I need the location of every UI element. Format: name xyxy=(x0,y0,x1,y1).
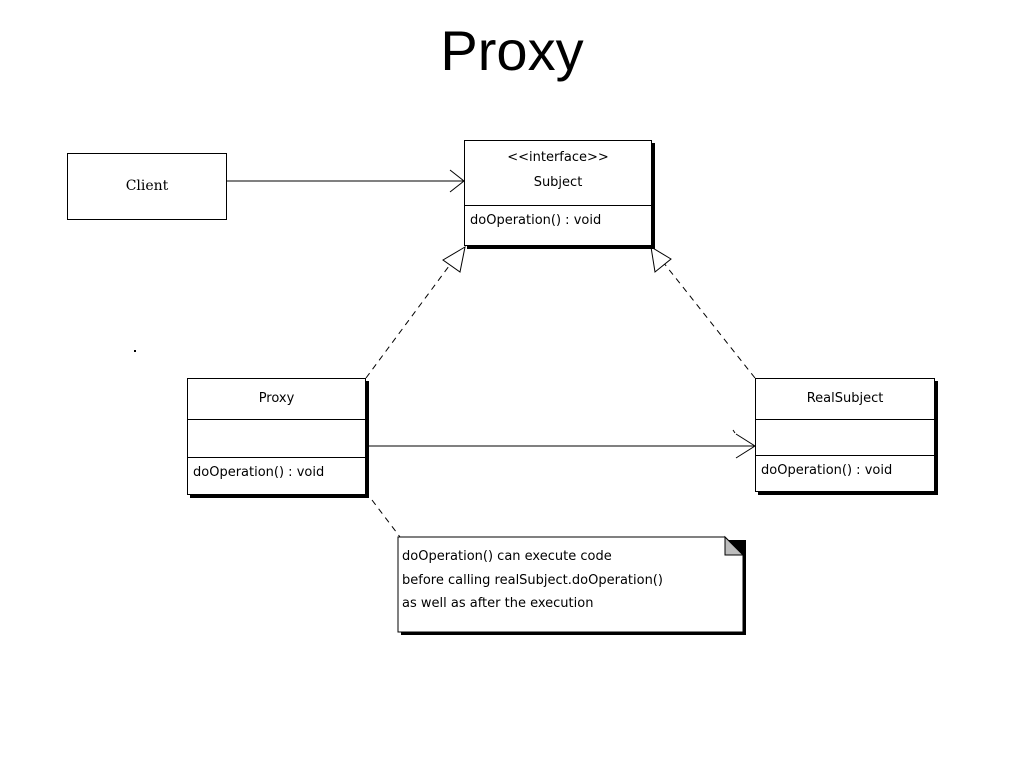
proxy-realization-line xyxy=(365,261,453,379)
subject-name: Subject xyxy=(533,175,583,190)
page-title: Proxy xyxy=(440,19,584,82)
realsubject-name: RealSubject xyxy=(806,391,884,406)
client-class-box: Client xyxy=(67,153,227,220)
subject-separator xyxy=(465,205,651,206)
subject-operation: doOperation() : void xyxy=(470,213,602,228)
proxy-class-box: Proxy doOperation() : void xyxy=(187,378,366,495)
subject-interface-box: <<interface>> Subject doOperation() : vo… xyxy=(464,140,652,246)
note-anchor-line xyxy=(371,499,401,538)
note-line: doOperation() can execute code xyxy=(402,549,612,564)
note-line: as well as after the execution xyxy=(402,596,594,611)
proxy-separator-1 xyxy=(188,419,365,420)
note-line: before calling realSubject.doOperation() xyxy=(402,573,663,588)
realsubject-operation: doOperation() : void xyxy=(761,463,893,478)
realsubject-separator-1 xyxy=(756,419,934,420)
real-realization-line xyxy=(662,261,756,379)
note: doOperation() can execute code before ca… xyxy=(398,537,743,632)
realsubject-separator-2 xyxy=(756,455,934,456)
subject-stereotype: <<interface>> xyxy=(507,150,609,165)
realsubject-class-box: RealSubject doOperation() : void xyxy=(755,378,935,492)
proxy-separator-2 xyxy=(188,457,365,458)
client-label: Client xyxy=(125,178,169,194)
stray-mark xyxy=(732,429,736,434)
proxy-realization-arrowhead xyxy=(442,245,466,273)
note-shape xyxy=(397,535,746,635)
real-realization-arrowhead xyxy=(650,246,672,273)
proxy-name: Proxy xyxy=(258,391,295,406)
proxy-operation: doOperation() : void xyxy=(193,465,325,480)
stray-dot xyxy=(134,350,136,352)
